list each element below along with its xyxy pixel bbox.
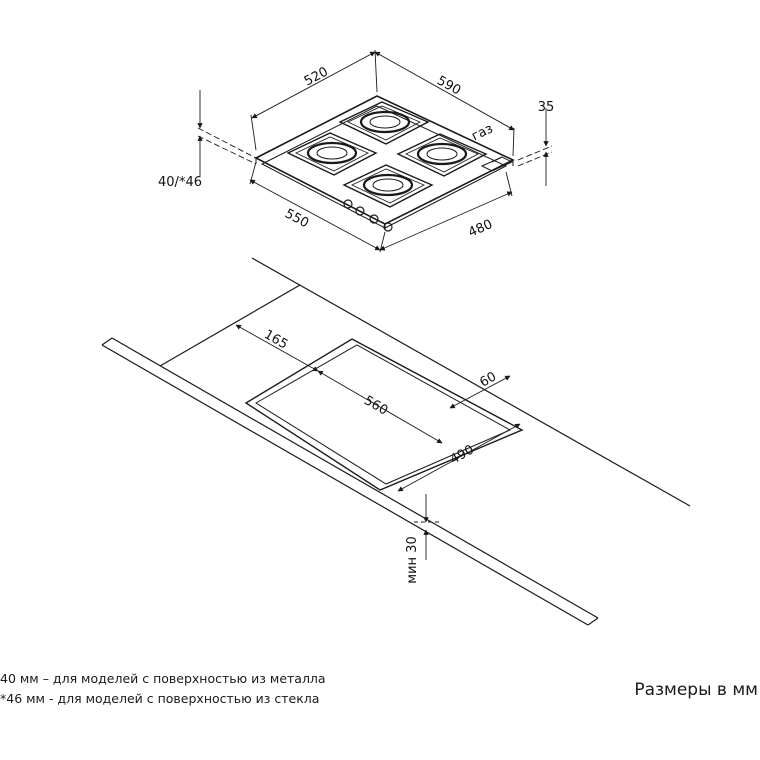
dim-label-35: 35 xyxy=(538,100,555,115)
burner-left xyxy=(286,132,378,176)
dim-label-165: 165 xyxy=(261,327,290,352)
dim-label-520: 520 xyxy=(302,64,331,89)
gas-label: газ xyxy=(469,121,495,144)
dim-label-60: 60 xyxy=(477,369,499,390)
hob-dimension-lines xyxy=(197,49,553,253)
note-metal-surface: 40 мм – для моделей с поверхностью из ме… xyxy=(0,671,326,686)
dim-label-480: 480 xyxy=(466,217,495,241)
hob-base xyxy=(260,105,508,229)
countertop-front-edge-top xyxy=(111,337,599,619)
gas-inlet xyxy=(480,156,514,172)
countertop-side-edge xyxy=(159,284,301,367)
burner-right xyxy=(396,133,488,177)
countertop-front-edge-bottom xyxy=(101,344,589,626)
dim-label-min-30: мин 30 xyxy=(405,536,420,583)
burner-front xyxy=(342,164,434,208)
units-caption: Размеры в мм xyxy=(634,680,758,700)
cutout-dimension-lines xyxy=(235,324,521,560)
dim-label-thickness: 40/*46 xyxy=(158,175,202,190)
note-glass-surface: *46 мм - для моделей с поверхностью из с… xyxy=(0,691,320,706)
dim-label-590: 590 xyxy=(434,73,463,98)
dim-label-560: 560 xyxy=(361,393,390,418)
countertop-drawing xyxy=(101,257,691,626)
